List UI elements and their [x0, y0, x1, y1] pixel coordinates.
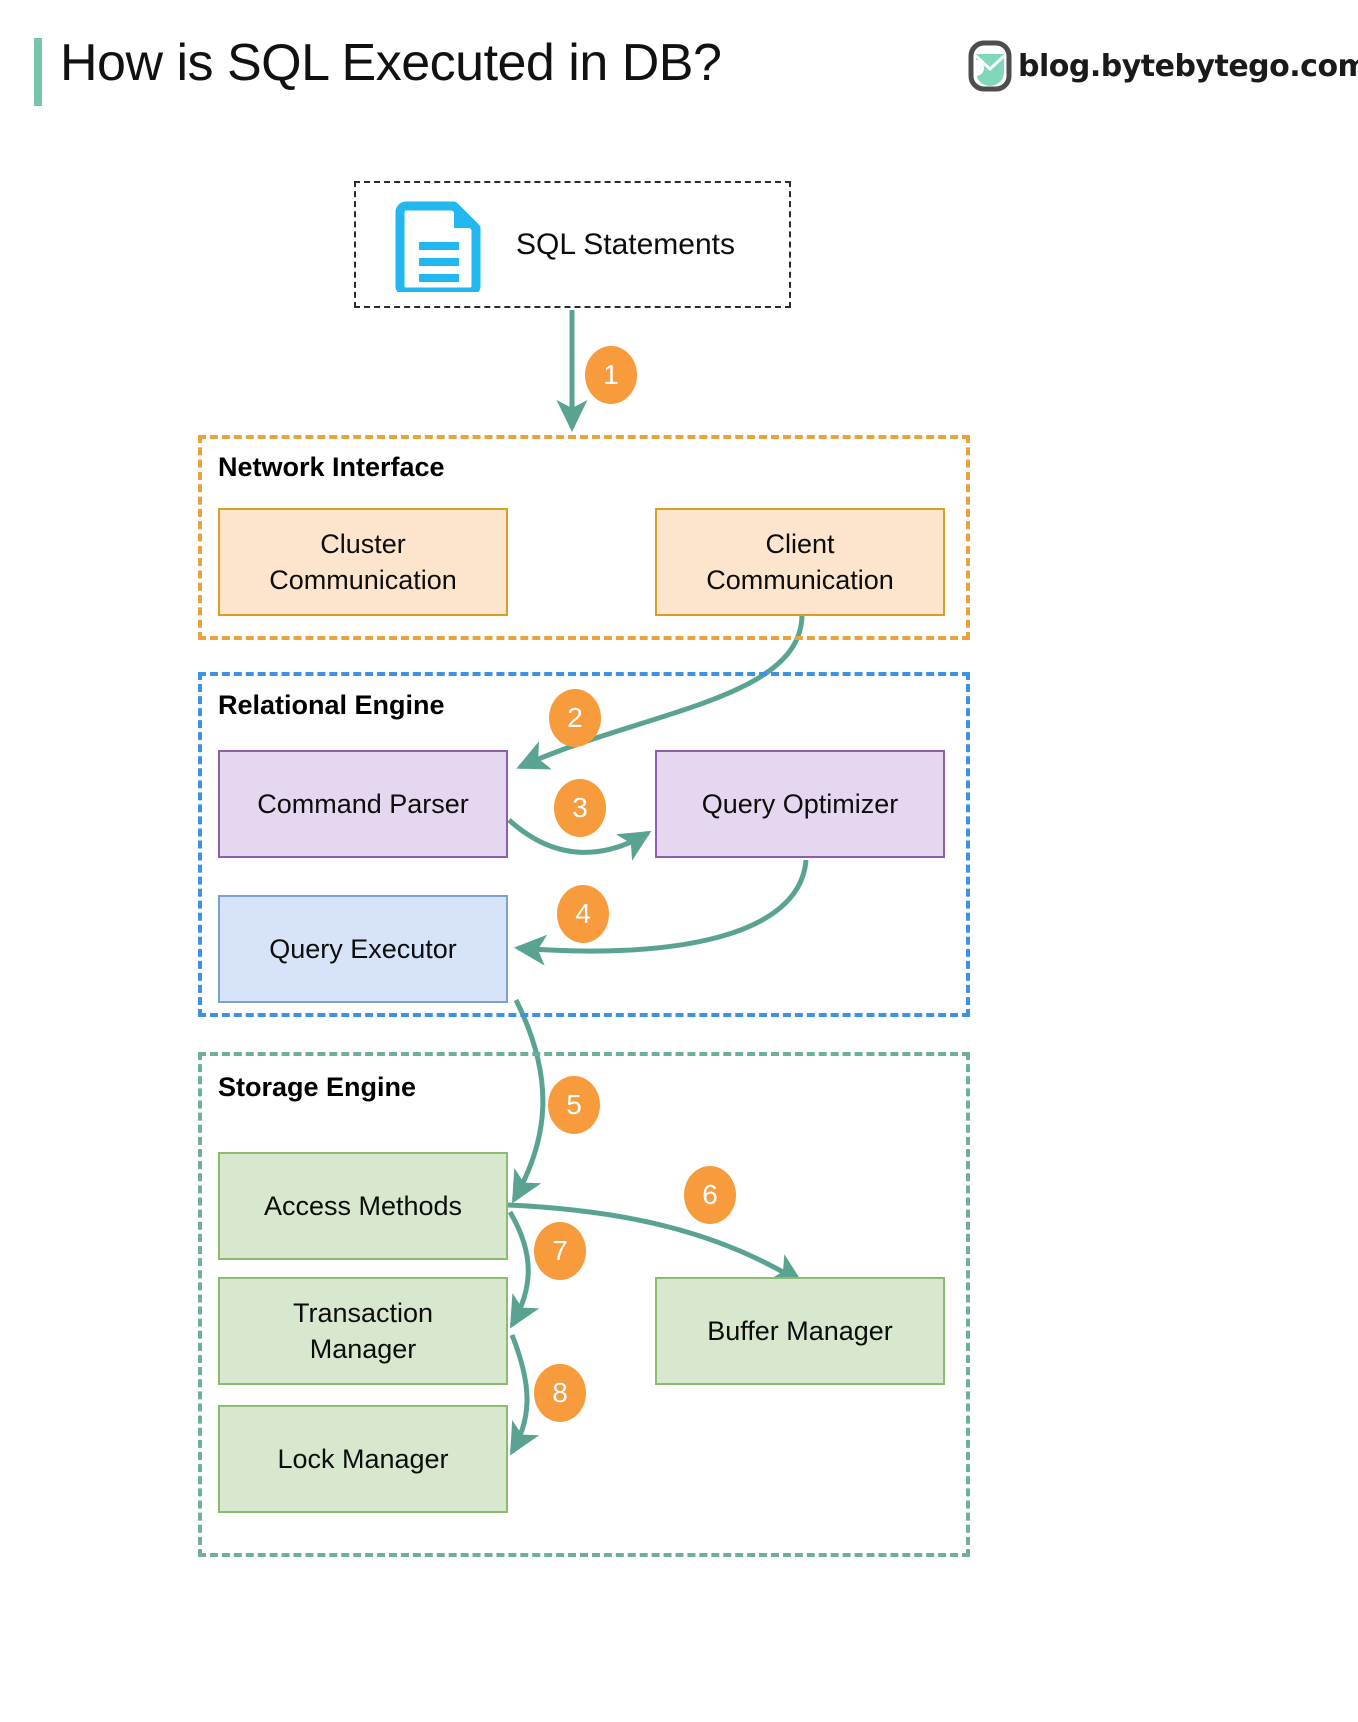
title-accent-bar: [34, 38, 42, 106]
node-lock-manager[interactable]: Lock Manager: [218, 1405, 508, 1513]
group-relational-engine: [198, 672, 970, 1017]
step-badge-1: 1: [585, 346, 637, 404]
document-icon: [395, 201, 481, 292]
node-lock-manager-label: Lock Manager: [277, 1443, 449, 1474]
node-query-executor[interactable]: Query Executor: [218, 895, 508, 1003]
brand: blog.bytebytego.com: [968, 40, 1358, 92]
node-client-communication-label: Client Communication: [706, 526, 894, 599]
label-line-2: Communication: [706, 565, 894, 595]
step-badge-5: 5: [548, 1076, 600, 1134]
page-header: How is SQL Executed in DB? blog.bytebyte…: [0, 0, 1358, 140]
node-query-executor-label: Query Executor: [269, 933, 457, 964]
group-label-relational-engine: Relational Engine: [218, 690, 445, 720]
step-badge-7: 7: [534, 1222, 586, 1280]
step-badge-3: 3: [554, 779, 606, 837]
brand-text: blog.bytebytego.com: [1018, 48, 1358, 84]
node-client-communication[interactable]: Client Communication: [655, 508, 945, 616]
step-badge-8: 8: [534, 1364, 586, 1422]
label-line-2: Manager: [309, 1334, 417, 1364]
sql-statements-label: SQL Statements: [516, 227, 735, 261]
page-title: How is SQL Executed in DB?: [60, 34, 722, 92]
node-buffer-manager[interactable]: Buffer Manager: [655, 1277, 945, 1385]
node-buffer-manager-label: Buffer Manager: [707, 1315, 893, 1346]
node-access-methods[interactable]: Access Methods: [218, 1152, 508, 1260]
node-cluster-communication[interactable]: Cluster Communication: [218, 508, 508, 616]
label-line-1: Client: [765, 528, 835, 559]
group-label-storage-engine: Storage Engine: [218, 1072, 417, 1102]
node-command-parser-label: Command Parser: [257, 788, 469, 819]
step-badge-2: 2: [549, 689, 601, 747]
bytebytego-logo-icon: [968, 40, 1012, 92]
node-command-parser[interactable]: Command Parser: [218, 750, 508, 858]
node-transaction-manager[interactable]: Transaction Manager: [218, 1277, 508, 1385]
sql-statements-node[interactable]: SQL Statements: [354, 181, 791, 308]
node-transaction-manager-label: Transaction Manager: [293, 1295, 433, 1368]
group-label-network-interface: Network Interface: [218, 452, 445, 482]
node-cluster-communication-label: Cluster Communication: [269, 526, 457, 599]
group-network-interface: [198, 435, 970, 640]
label-line-1: Transaction: [292, 1297, 434, 1328]
node-query-optimizer-label: Query Optimizer: [701, 788, 899, 819]
group-storage-engine: [198, 1052, 970, 1557]
node-query-optimizer[interactable]: Query Optimizer: [655, 750, 945, 858]
node-access-methods-label: Access Methods: [263, 1190, 463, 1221]
label-line-1: Cluster: [320, 528, 406, 559]
label-line-2: Communication: [269, 565, 457, 595]
step-badge-6: 6: [684, 1166, 736, 1224]
step-badge-4: 4: [557, 885, 609, 943]
